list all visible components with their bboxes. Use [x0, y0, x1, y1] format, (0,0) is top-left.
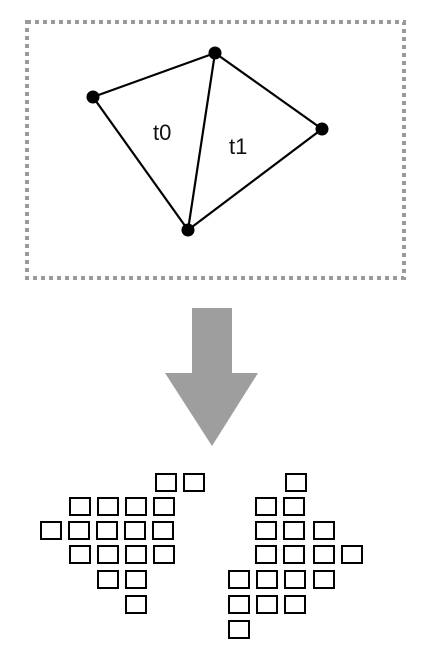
pixel-square: [68, 521, 90, 540]
pixel-square: [97, 497, 119, 516]
pixel-square: [341, 545, 363, 564]
pixel-square: [284, 570, 306, 589]
right-pixel-grid: [228, 473, 363, 639]
pixel-square: [69, 497, 91, 516]
pixel-square: [255, 497, 277, 516]
mesh-vertices: [86, 46, 329, 237]
down-arrow-icon: [165, 308, 258, 446]
pixel-square: [283, 497, 305, 516]
pixel-square: [96, 521, 118, 540]
pixel-square: [283, 521, 305, 540]
mesh-edge: [214, 52, 323, 130]
pixel-square: [256, 570, 278, 589]
pixel-square: [125, 595, 147, 614]
pixel-square: [255, 521, 277, 540]
pixel-square: [313, 545, 335, 564]
triangle-label-t1: t1: [229, 134, 247, 159]
pixel-square: [97, 545, 119, 564]
pixel-square: [125, 497, 147, 516]
pixel-square: [313, 570, 335, 589]
pixel-square: [285, 473, 307, 492]
pixel-square: [228, 595, 250, 614]
pixel-square: [256, 595, 278, 614]
pixel-square: [153, 545, 175, 564]
dashed-frame: [25, 20, 406, 280]
triangle-label-t0: t0: [153, 120, 171, 145]
mesh-vertex: [208, 46, 222, 60]
mesh-edge: [92, 51, 216, 99]
left-pixel-grid: [40, 473, 205, 614]
pixel-square: [152, 521, 174, 540]
pixel-square: [97, 570, 119, 589]
pixel-square: [40, 521, 62, 540]
mesh-vertex: [315, 122, 329, 136]
pixel-square: [125, 570, 147, 589]
pixel-square: [284, 595, 306, 614]
triangle-mesh: [92, 51, 323, 231]
pixel-square: [125, 545, 147, 564]
mesh-vertex: [86, 90, 100, 104]
pixel-square: [255, 545, 277, 564]
mesh-edge: [187, 128, 323, 231]
pixel-square: [155, 473, 177, 492]
pixel-square: [124, 521, 146, 540]
pixel-square: [153, 497, 175, 516]
pixel-square: [228, 570, 250, 589]
mesh-edge: [186, 52, 217, 231]
pixel-square: [313, 521, 335, 540]
pixel-square: [183, 473, 205, 492]
mesh-vertex: [181, 223, 195, 237]
pixel-square: [228, 620, 250, 639]
pixel-square: [283, 545, 305, 564]
mesh-edge: [92, 96, 189, 231]
pixel-square: [69, 545, 91, 564]
